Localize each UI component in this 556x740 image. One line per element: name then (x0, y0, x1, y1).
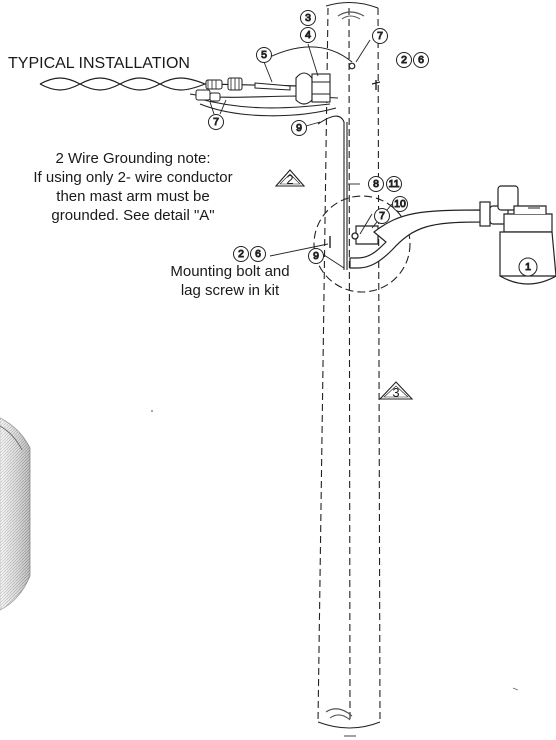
leader-lines (209, 39, 393, 269)
svg-text:1: 1 (525, 261, 531, 273)
svg-text:7: 7 (377, 30, 383, 42)
spool-insulator (295, 72, 331, 105)
callout-7-detail: 7 (374, 208, 390, 224)
pole-top-cap (325, 2, 379, 20)
svg-text:2: 2 (401, 54, 407, 66)
callout-7-left: 7 (208, 114, 224, 130)
svg-text:9: 9 (313, 250, 319, 262)
svg-text:6: 6 (418, 54, 424, 66)
callout-6-top: 6 (413, 52, 429, 68)
callout-10: 10 (392, 196, 408, 212)
utility-pole (317, 7, 381, 723)
svg-text:2: 2 (238, 248, 244, 260)
svg-text:7: 7 (213, 116, 219, 128)
callout-11: 11 (386, 176, 402, 192)
callout-3: 3 (300, 10, 316, 26)
pole-center-line (348, 7, 351, 723)
ground-wire (317, 115, 348, 270)
grounding-note-line-2: If using only 2- wire conductor (33, 169, 233, 186)
pole-left-edge (317, 7, 329, 723)
grounding-note-line-3: then mast arm must be (56, 188, 210, 205)
mast-arm-bolt (351, 232, 359, 240)
grounding-note-line-4: grounded. See detail "A" (51, 207, 215, 224)
callout-9-top: 9 (291, 120, 307, 136)
grounding-note-line-1: 2 Wire Grounding note: (55, 150, 211, 167)
svg-text:8: 8 (373, 178, 379, 190)
mounting-note-line-1: Mounting bolt and (170, 263, 290, 280)
svg-text:5: 5 (261, 49, 267, 61)
pole-right-edge (377, 7, 381, 723)
speck-2 (512, 687, 519, 691)
detail-a-circle (313, 195, 411, 293)
triangle-note-2: 2 (274, 169, 306, 187)
svg-text:7: 7 (379, 210, 385, 222)
callout-5: 5 (256, 47, 272, 63)
shaded-fixture-partial (0, 417, 31, 611)
callout-1: 1 (518, 257, 538, 277)
mounting-note-line-2: lag screw in kit (180, 282, 280, 299)
callout-4: 4 (300, 27, 316, 43)
pole-bottom-cap (317, 708, 381, 737)
callout-markers: 1 2 6 3 4 5 7 7 (208, 10, 538, 277)
callout-8: 8 (368, 176, 384, 192)
svg-text:3: 3 (305, 12, 311, 24)
svg-text:9: 9 (296, 122, 302, 134)
callout-2-left: 2 (233, 246, 249, 262)
callout-6-left: 6 (250, 246, 266, 262)
pole-fastener-top (348, 62, 356, 70)
svg-text:6: 6 (255, 248, 261, 260)
svg-text:11: 11 (389, 178, 400, 190)
wire-connectors (205, 77, 291, 91)
svg-text:2: 2 (286, 172, 293, 187)
speck-1 (151, 410, 153, 412)
area-light-fixture (479, 185, 556, 285)
svg-text:10: 10 (394, 198, 406, 210)
callout-9-bottom: 9 (308, 248, 324, 264)
callout-2-top: 2 (396, 52, 412, 68)
svg-text:4: 4 (305, 29, 311, 41)
lag-screw-top (371, 80, 381, 90)
diagram-title: TYPICAL INSTALLATION (8, 55, 190, 72)
callout-7-top: 7 (372, 28, 388, 44)
wire-tie-left (195, 89, 221, 102)
svg-text:3: 3 (392, 385, 399, 400)
top-wire (259, 46, 353, 63)
triangle-note-3: 3 (378, 381, 414, 400)
mast-arm (349, 209, 483, 269)
